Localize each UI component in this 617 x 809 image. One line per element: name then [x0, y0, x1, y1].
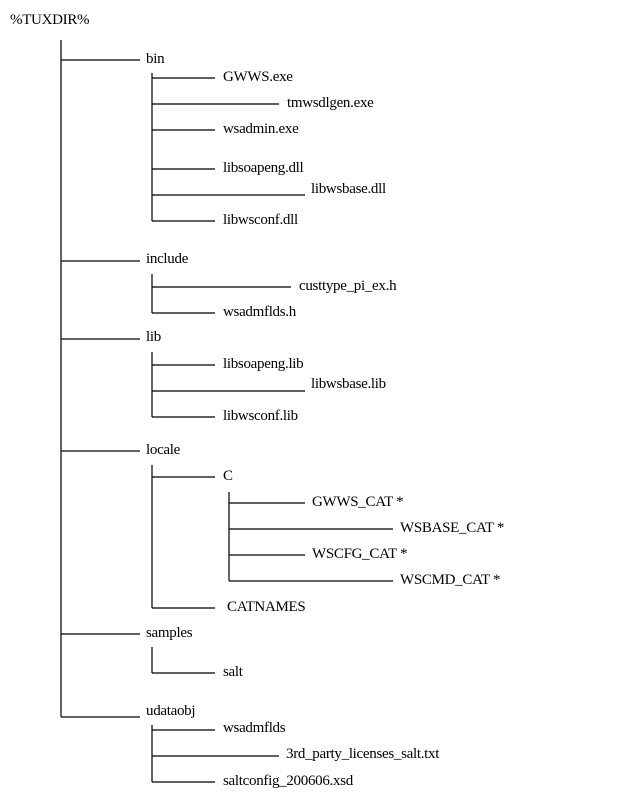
root-folder-label: %TUXDIR%: [10, 12, 90, 28]
file-item: GWWS_CAT *: [312, 494, 404, 510]
file-item: libwsbase.lib: [311, 376, 386, 392]
file-item: wsadmflds.h: [223, 304, 296, 320]
file-item: WSBASE_CAT *: [400, 520, 505, 536]
folder-include: include: [146, 251, 189, 267]
file-item: CATNAMES: [227, 599, 306, 615]
file-item: libwsconf.lib: [223, 408, 298, 424]
file-item: wsadmflds: [223, 720, 286, 736]
file-item: libwsconf.dll: [223, 212, 298, 228]
file-item: WSCFG_CAT *: [312, 546, 408, 562]
folder-c: C: [223, 468, 233, 484]
folder-locale: locale: [146, 442, 181, 458]
file-item: WSCMD_CAT *: [400, 572, 501, 588]
folder-bin: bin: [146, 51, 165, 67]
file-item: custtype_pi_ex.h: [299, 278, 397, 294]
file-item: wsadmin.exe: [223, 121, 299, 137]
folder-udataobj: udataobj: [146, 703, 196, 719]
file-item: libwsbase.dll: [311, 181, 386, 197]
folder-lib: lib: [146, 329, 161, 345]
folder-salt: salt: [223, 664, 243, 680]
file-item: saltconfig_200606.xsd: [223, 773, 353, 789]
folder-samples: samples: [146, 625, 193, 641]
file-item: 3rd_party_licenses_salt.txt: [286, 746, 440, 762]
file-item: GWWS.exe: [223, 69, 293, 85]
file-item: libsoapeng.dll: [223, 160, 304, 176]
file-item: libsoapeng.lib: [223, 356, 304, 372]
file-item: tmwsdlgen.exe: [287, 95, 374, 111]
